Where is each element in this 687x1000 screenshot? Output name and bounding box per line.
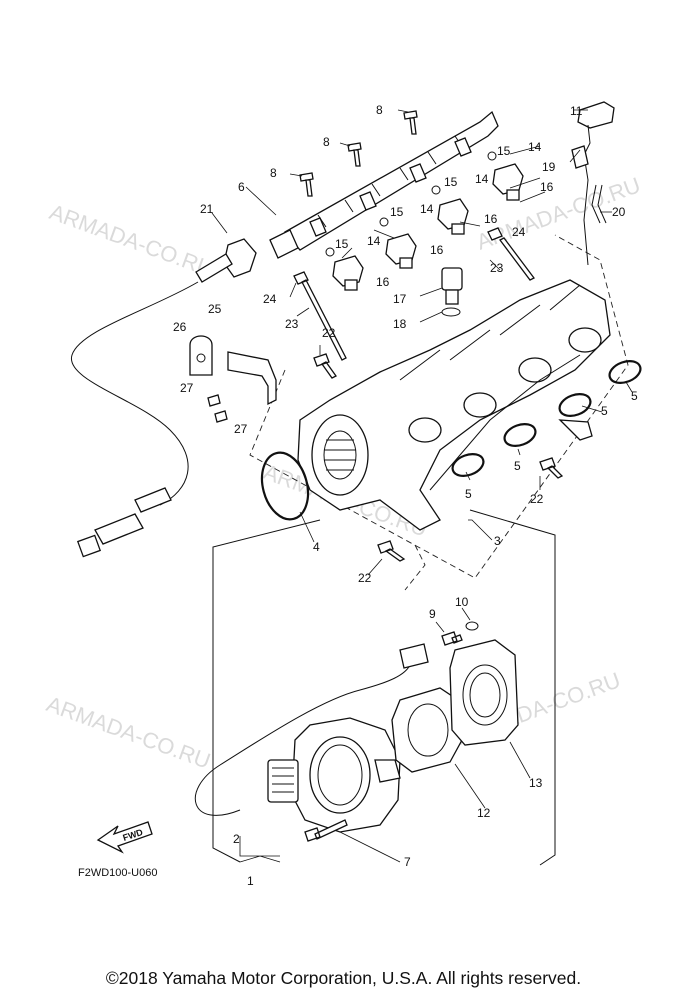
callout-24b: 24: [263, 292, 277, 306]
callout-13: 13: [529, 776, 543, 790]
callout-27b: 27: [234, 422, 248, 436]
callout-10: 10: [455, 595, 469, 609]
callout-22b: 22: [530, 492, 544, 506]
callout-5c: 5: [514, 459, 521, 473]
intake-manifold: [297, 279, 611, 531]
callout-25: 25: [208, 302, 222, 316]
callout-15c: 15: [390, 205, 404, 219]
bolt-9: [441, 621, 479, 646]
callout-26: 26: [173, 320, 187, 334]
callout-8c: 8: [270, 166, 277, 180]
callout-22a: 22: [322, 326, 336, 340]
callout-14c: 14: [420, 202, 434, 216]
callout-3: 3: [494, 534, 501, 548]
callout-22c: 22: [358, 571, 372, 585]
map-sensor: [571, 101, 615, 266]
callout-16c: 16: [430, 243, 444, 257]
callout-15b: 15: [444, 175, 458, 189]
o-rings: [260, 360, 642, 521]
callout-8a: 8: [376, 103, 383, 117]
callout-11: 11: [570, 104, 583, 118]
bolts-8: [299, 110, 418, 197]
fwd-arrow-icon: FWD: [96, 821, 153, 854]
callout-19: 19: [542, 160, 556, 174]
callout-23a: 23: [490, 261, 504, 275]
callout-6: 6: [238, 180, 245, 194]
callout-14d: 14: [367, 234, 381, 248]
diagram-code: F2WD100-U060: [78, 867, 157, 879]
callout-20: 20: [612, 205, 626, 219]
callout-14a: 14: [528, 140, 542, 154]
callout-15d: 15: [335, 237, 349, 251]
manifold-outline: [249, 234, 629, 591]
callout-24a: 24: [512, 225, 526, 239]
callout-27a: 27: [180, 381, 194, 395]
wire-harness: [71, 238, 257, 558]
callout-1: 1: [247, 874, 254, 888]
watermark-1: ARMADA-CO.RU: [46, 199, 217, 281]
callout-5a: 5: [631, 389, 638, 403]
callout-2: 2: [233, 832, 240, 846]
callout-5b: 5: [601, 404, 608, 418]
callout-8b: 8: [323, 135, 330, 149]
throttle-body: [194, 643, 429, 833]
copyright-notice: ©2018 Yamaha Motor Corporation, U.S.A. A…: [105, 968, 582, 988]
callout-16a: 16: [540, 180, 554, 194]
sensor-17: [441, 267, 463, 317]
callout-15a: 15: [497, 144, 511, 158]
callouts: 8 8 8 6 21 11 19 20 14 15 14 15 16 14 15…: [173, 103, 638, 888]
callout-5d: 5: [465, 487, 472, 501]
callout-16d: 16: [376, 275, 390, 289]
bolt-7: [304, 819, 348, 842]
callout-23b: 23: [285, 317, 299, 331]
callout-9: 9: [429, 607, 436, 621]
watermark-4: ARMADA-CO.RU: [43, 691, 214, 773]
callout-16b: 16: [484, 212, 498, 226]
gasket: [391, 687, 463, 773]
callout-7: 7: [404, 855, 411, 869]
fuel-rail: [269, 110, 499, 259]
callout-14b: 14: [475, 172, 489, 186]
spacer: [449, 639, 519, 746]
callout-18: 18: [393, 317, 407, 331]
callout-17: 17: [393, 292, 407, 306]
fasteners: [293, 227, 564, 562]
callout-12: 12: [477, 806, 491, 820]
callout-21: 21: [200, 202, 214, 216]
leader-lines: [211, 109, 633, 863]
throttle-frame: [212, 509, 556, 866]
callout-4: 4: [313, 540, 320, 554]
bracket: [189, 335, 277, 423]
